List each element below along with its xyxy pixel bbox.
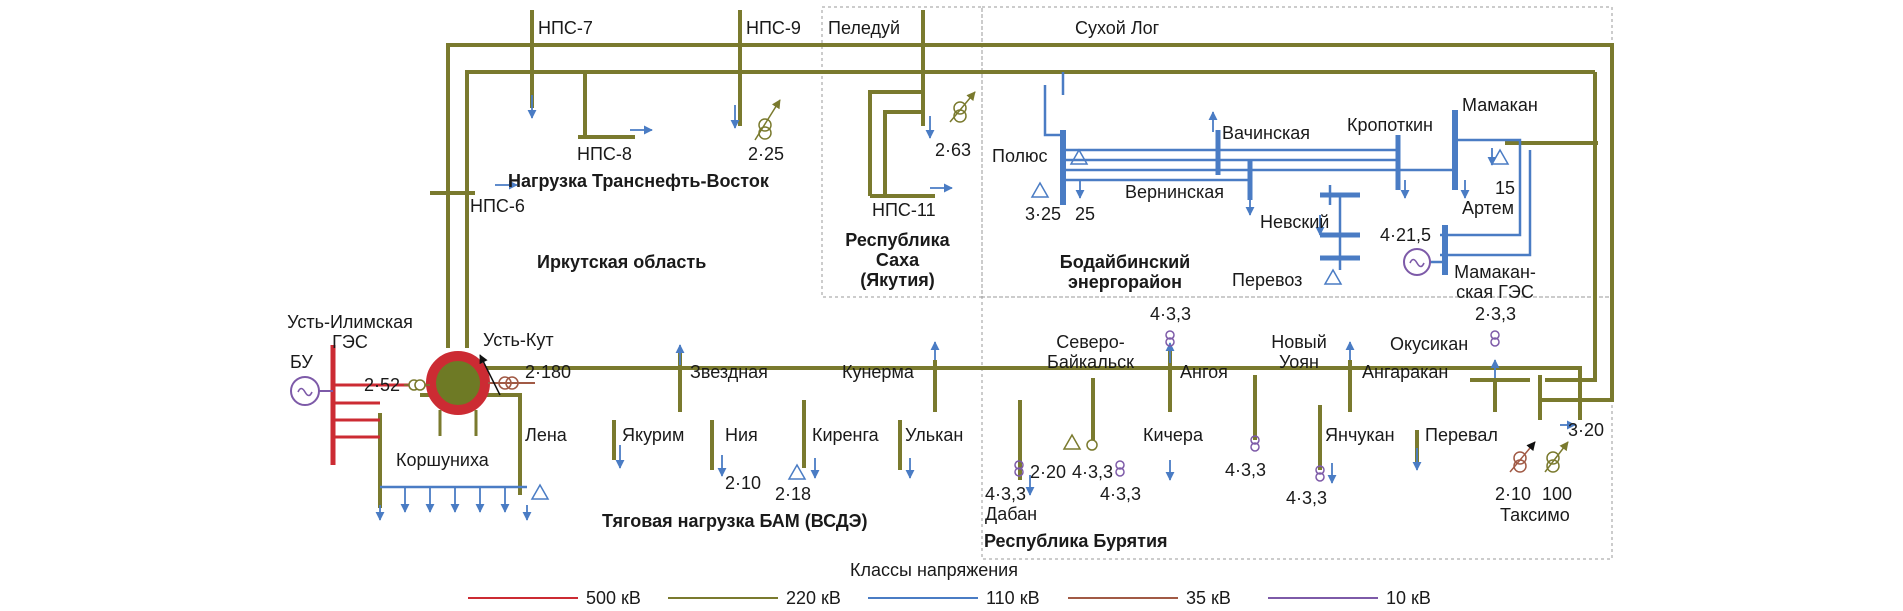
legend-item-10kv: 10 кВ xyxy=(1268,588,1468,608)
legend-swatch xyxy=(668,597,778,599)
legend-label: 110 кВ xyxy=(986,588,1040,608)
bu-generator xyxy=(290,376,333,406)
ust-ilimsk-ges-node xyxy=(426,351,490,436)
label-load-3-20: 3·20 xyxy=(1568,420,1605,440)
label-bu: БУ xyxy=(290,352,313,372)
label-load-4-3-3-c: 4·3,3 xyxy=(1072,462,1114,482)
label-daban: Дабан xyxy=(985,504,1038,524)
label-yanchukan: Янчукан xyxy=(1325,425,1395,445)
label-angoya: Ангоя xyxy=(1180,362,1228,382)
mamakan-ges-generator xyxy=(1403,248,1431,276)
label-zvezdnaya: Звездная xyxy=(690,362,768,382)
label-nps11: НПС-11 xyxy=(872,200,936,220)
label-taksimo: Таксимо xyxy=(1500,505,1570,525)
label-load-2-18: 2·18 xyxy=(775,484,812,504)
legend-swatch xyxy=(1068,597,1178,599)
label-kichera: Кичера xyxy=(1143,425,1203,445)
legend-label: 10 кВ xyxy=(1386,588,1431,608)
label-load-2-10-a: 2·10 xyxy=(725,473,762,493)
label-perevoz: Перевоз xyxy=(1232,270,1303,290)
label-okusikan: Окусикан xyxy=(1390,334,1469,354)
label-korshunikha: Коршуниха xyxy=(396,450,489,470)
label-bam: Тяговая нагрузка БАМ (ВСДЭ) xyxy=(602,511,868,531)
ust-kut-transformer xyxy=(479,354,535,396)
label-verninskaya: Вернинская xyxy=(1125,182,1224,202)
legend-label: 500 кВ xyxy=(586,588,641,608)
label-load-2-52: 2·52 xyxy=(364,375,401,395)
label-nps8: НПС-8 xyxy=(577,144,632,164)
label-novy-uoyan: Новый Уоян xyxy=(1271,332,1327,372)
label-peleduy: Пеледуй xyxy=(828,18,901,38)
label-angarakan: Ангаракан xyxy=(1362,362,1449,382)
legend-swatch xyxy=(1268,597,1378,599)
legend-label: 35 кВ xyxy=(1186,588,1231,608)
label-load-2-25: 2·25 xyxy=(748,144,785,164)
label-irkutsk: Иркутская область xyxy=(537,252,707,272)
legend: 500 кВ 220 кВ 110 кВ 35 кВ 10 кВ xyxy=(468,588,1468,608)
transformer-2-52 xyxy=(404,379,430,391)
label-nps7: НПС-7 xyxy=(538,18,593,38)
label-nps9: НПС-9 xyxy=(746,18,801,38)
label-artem: Артем xyxy=(1462,198,1515,218)
lines-110kv xyxy=(380,72,1532,489)
label-load-4-3-3-f: 4·3,3 xyxy=(1286,488,1328,508)
label-load-4-3-3-a: 4·3,3 xyxy=(1150,304,1192,324)
label-ust-ilimsk: Усть-Илимская ГЭС xyxy=(287,312,413,352)
legend-label: 220 кВ xyxy=(786,588,841,608)
legend-swatch xyxy=(868,597,978,599)
label-kunerma: Кунерма xyxy=(842,362,914,382)
label-severobaikalsk: Северо- Байкальск xyxy=(1047,332,1134,372)
label-mamakan-ges: Мамакан- ская ГЭС xyxy=(1454,262,1536,302)
load-arrows xyxy=(375,95,1576,521)
legend-swatch xyxy=(468,597,578,599)
label-load-2-63: 2·63 xyxy=(935,140,972,160)
label-load-2-20: 2·20 xyxy=(1030,462,1067,482)
legend-title: Классы напряжения xyxy=(850,560,1018,580)
label-mamakan: Мамакан xyxy=(1462,95,1538,115)
label-yakurim: Якурим xyxy=(622,425,685,445)
lines-500kv xyxy=(330,345,440,465)
legend-item-220kv: 220 кВ xyxy=(668,588,868,608)
label-lena: Лена xyxy=(525,425,567,445)
label-load-2-10-b: 2·10 xyxy=(1495,484,1532,504)
label-load-2-3-3: 2·3,3 xyxy=(1475,304,1517,324)
buryatia-region xyxy=(981,296,1613,560)
label-kropotkin: Кропоткин xyxy=(1347,115,1433,135)
label-transneft: Нагрузка Транснефть-Восток xyxy=(508,171,769,191)
label-ust-kut: Усть-Кут xyxy=(483,330,554,350)
label-nps6: НПС-6 xyxy=(470,196,525,216)
label-load-2-180: 2·180 xyxy=(525,362,572,382)
label-ulkan: Улькан xyxy=(905,425,964,445)
label-load-4-21-5: 4·21,5 xyxy=(1380,225,1432,245)
label-sakha: Республика Саха (Якутия) xyxy=(845,230,950,290)
lines-220kv xyxy=(378,10,1614,508)
label-pereval: Перевал xyxy=(1425,425,1498,445)
label-sukhoy-log: Сухой Лог xyxy=(1075,18,1160,38)
label-nevsky: Невский xyxy=(1260,212,1330,232)
label-load-100: 100 xyxy=(1542,484,1573,504)
transformer-symbols xyxy=(530,91,1569,500)
label-load-4-3-3-d: 4·3,3 xyxy=(1100,484,1142,504)
label-vachinskaya: Вачинская xyxy=(1222,123,1311,143)
label-load-4-3-3-e: 4·3,3 xyxy=(1225,460,1267,480)
label-polyus: Полюс xyxy=(992,146,1048,166)
label-kirenga: Киренга xyxy=(812,425,879,445)
legend-item-35kv: 35 кВ xyxy=(1068,588,1268,608)
legend-item-110kv: 110 кВ xyxy=(868,588,1068,608)
label-load-4-3-3-b: 4·3,3 xyxy=(985,484,1027,504)
sakha-region xyxy=(821,6,983,298)
label-bodaibo: Бодайбинский энергорайон xyxy=(1059,252,1191,292)
legend-item-500kv: 500 кВ xyxy=(468,588,668,608)
label-niya: Ния xyxy=(725,425,758,445)
label-load-25: 25 xyxy=(1075,204,1096,224)
label-load-3-25: 3·25 xyxy=(1025,204,1062,224)
label-load-15: 15 xyxy=(1495,178,1516,198)
label-buryatia: Республика Бурятия xyxy=(984,531,1168,551)
